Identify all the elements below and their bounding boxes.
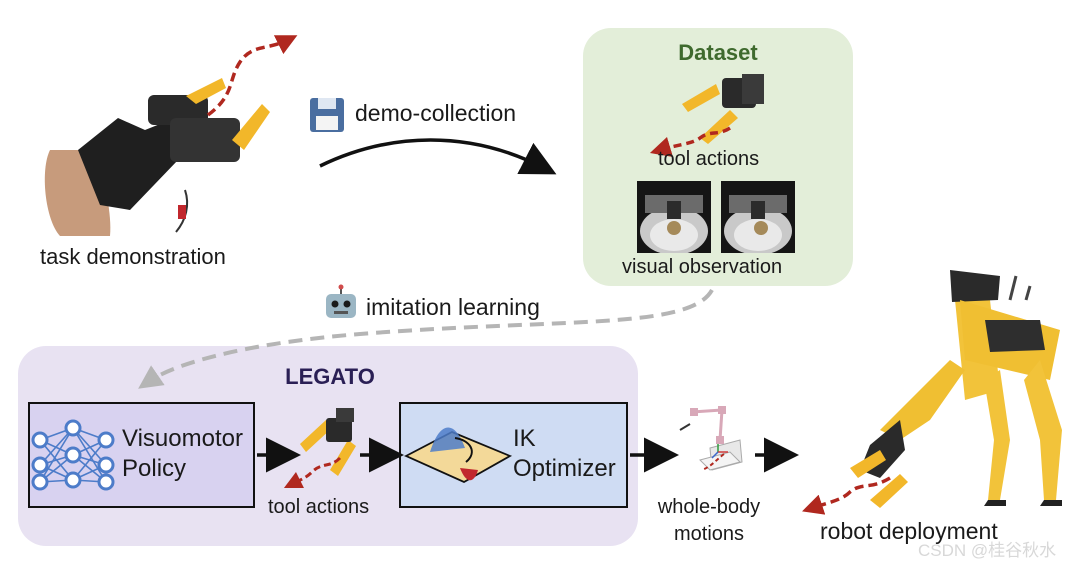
whole-body-motions-label: whole-body motions [644,494,774,548]
visual-observation-image-1 [637,181,711,253]
neural-network-icon [31,419,115,491]
legato-gripper-image [300,408,356,476]
handheld-gripper-image [44,78,270,236]
whole-body-motions-line2: motions [673,523,745,545]
dataset-trajectory-arrow [649,126,731,158]
floppy-disk-icon [310,98,344,132]
ik-optimizer-label: IK Optimizer [513,424,616,484]
imitation-learning-arrow [138,288,714,389]
whole-body-motions-line1: whole-body [657,496,761,518]
visuomotor-policy-label: Visuomotor Policy [122,424,243,484]
legato-title: LEGATO [285,364,375,389]
dataset-gripper-image [682,74,764,144]
optimization-surface-icon [403,427,513,484]
task-demonstration-label: task demonstration [40,244,226,269]
visuomotor-policy-line1: Visuomotor [122,425,243,452]
imitation-learning-label: imitation learning [366,294,540,320]
dataset-title: Dataset [678,40,758,65]
visual-observation-image-2 [721,181,795,253]
visual-observation-label: visual observation [622,256,783,278]
demo-collection-arrow [319,138,557,175]
demo-collection-label: demo-collection [355,100,517,126]
watermark: CSDN @桂谷秋水 [918,541,1057,560]
quadruped-robot-image [850,270,1062,508]
robot-face-icon [326,284,356,318]
ik-optimizer-line2: Optimizer [513,455,616,482]
robot-trajectory-arrow [802,476,891,515]
dataset-panel [583,28,853,286]
legato-trajectory-arrow [283,456,342,489]
ik-optimizer-box [399,402,628,508]
legato-tool-actions-label: tool actions [268,496,370,518]
whole-body-motion-icon [679,406,743,471]
demo-trajectory-arrow [206,35,298,117]
ik-optimizer-line1: IK [513,425,536,452]
visuomotor-policy-line2: Policy [122,455,187,482]
robot-deployment-label: robot deployment [820,518,998,544]
dataset-tool-actions-label: tool actions [658,148,760,170]
